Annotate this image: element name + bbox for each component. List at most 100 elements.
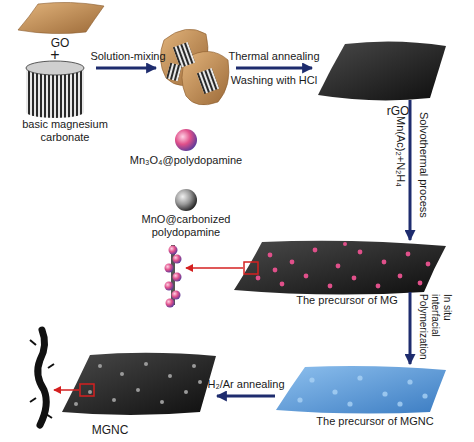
mgnc-sheet-part-part [160, 400, 164, 404]
mg-sheet-part-part [352, 276, 357, 281]
mgnc-sheet-part-part [112, 398, 116, 402]
material-node: The precursor of MGNC [275, 364, 447, 413]
process-arrows-part [236, 67, 312, 70]
mgnc-precursor-sheet-part-part [347, 401, 352, 406]
go-sheet [18, 2, 104, 33]
edge-label: In situ interfacial Polymerization [417, 294, 453, 364]
mgnc-precursor-sheet-part-part [397, 401, 402, 406]
mg-sheet-part-part [290, 260, 295, 265]
legend-spheres-part [175, 129, 197, 151]
mgnc-sheet-part-part [98, 364, 102, 368]
carbonate-cylinder-part [26, 106, 84, 118]
legend-label: Mn₃O₄@polydopamine [126, 154, 246, 167]
composite-bundle [160, 29, 228, 105]
material-node: rGO [315, 40, 447, 100]
mgnc-precursor-sheet [276, 366, 446, 414]
node-label: basic magnesium carbonate [0, 118, 130, 144]
carbonate-cylinder-part [26, 61, 84, 75]
mg-sheet-part-part [343, 242, 347, 246]
mg-sheet-part [234, 241, 446, 295]
mg-sheet-part-part [313, 248, 318, 253]
mg-sheet-part-part [304, 274, 309, 279]
step-label: Washing with HCl [228, 74, 320, 87]
mg-sheet-part-part [426, 262, 431, 267]
mg-sheet [165, 241, 447, 308]
edge-label: Solvothermal process [417, 112, 430, 224]
mgnc-precursor-sheet-part-part [309, 377, 314, 382]
mg-sheet-part [256, 242, 431, 288]
mgnc-precursor-sheet-part-part [297, 397, 302, 402]
node-label: rGO [378, 104, 418, 118]
mg-sheet-part-part [173, 273, 182, 282]
mg-sheet-part-part [173, 255, 182, 264]
carbonate-cylinder [26, 61, 84, 118]
mgnc-sheet-part-part [136, 388, 140, 392]
mg-sheet-part-part [280, 282, 285, 287]
mg-sheet-part-part [273, 268, 278, 273]
process-arrows-part [96, 67, 156, 70]
mgnc-sheet-part-part [192, 364, 196, 368]
rgo-sheet [318, 41, 446, 100]
mgnc-sheet-part [54, 389, 79, 391]
material-node: basic magnesium carbonate [24, 60, 86, 116]
mgnc-sheet-part [38, 330, 47, 425]
legend-spheres-part [175, 189, 197, 211]
mg-sheet-part [244, 262, 258, 274]
step-label: Thermal annealing [228, 50, 320, 63]
mg-sheet-part-part [418, 281, 423, 286]
mgnc-sheet-part [62, 353, 216, 415]
step-label: + [45, 46, 65, 64]
mg-sheet-part-part [406, 252, 411, 257]
mg-sheet-part-part [172, 291, 181, 300]
mg-sheet-part-part [169, 246, 178, 255]
mgnc-sheet-part-part [120, 372, 124, 376]
mg-sheet-part-part [268, 253, 273, 258]
node-label: MGNC [80, 423, 140, 437]
mgnc-precursor-sheet-part-part [332, 389, 337, 394]
mgnc-sheet-part-part [88, 390, 92, 394]
step-label: Mn(Ac)₂+N₂H₄ [394, 116, 407, 216]
material-node: GO [15, 2, 107, 34]
process-arrow [409, 100, 412, 240]
mgnc-precursor-sheet-part-part [357, 375, 362, 380]
mgnc-sheet-part-part [74, 402, 78, 406]
legend-label: MnO@carbonized polydopamine [136, 213, 236, 239]
composite-bundle-part [166, 63, 182, 82]
material-node: The precursor of MG [232, 240, 447, 292]
node-label: The precursor of MG [272, 294, 422, 307]
rgo-sheet-part [318, 41, 446, 100]
mg-sheet-part-part [382, 260, 387, 265]
mgnc-sheet-part-part [144, 362, 148, 366]
node-label: GO [40, 36, 80, 50]
edge-label: H₂/Ar annealing [206, 378, 286, 391]
mg-sheet-part-part [256, 276, 261, 281]
node-label: The precursor of MGNC [300, 415, 450, 428]
mg-sheet-part-part [358, 250, 363, 255]
process-arrow [409, 292, 412, 364]
mgnc-sheet-part [74, 362, 202, 406]
mgnc-sheet-part [80, 384, 94, 396]
mgnc-sheet-part-part [184, 390, 188, 394]
mg-sheet-part-part [166, 299, 175, 308]
mgnc-sheet [30, 330, 216, 425]
legend-spheres [175, 129, 197, 211]
mg-sheet-part [165, 246, 182, 308]
composite-bundle-part [197, 68, 220, 94]
process-arrow [217, 395, 275, 398]
mgnc-precursor-sheet-part-part [382, 391, 387, 396]
mgnc-precursor-sheet-part [297, 375, 427, 406]
mg-sheet-part-part [328, 284, 333, 289]
mgnc-sheet-part [30, 340, 54, 418]
composite-bundle-part [173, 42, 196, 68]
go-sheet-part [18, 2, 104, 33]
mg-sheet-part-part [376, 284, 381, 289]
mg-sheet-part-part [398, 274, 403, 279]
material-node: MGNC [60, 352, 217, 416]
mgnc-sheet-part-part [198, 380, 202, 384]
mgnc-sheet-part-part [168, 374, 172, 378]
mgnc-precursor-sheet-part [276, 366, 446, 414]
mgnc-precursor-sheet-part-part [407, 379, 412, 384]
